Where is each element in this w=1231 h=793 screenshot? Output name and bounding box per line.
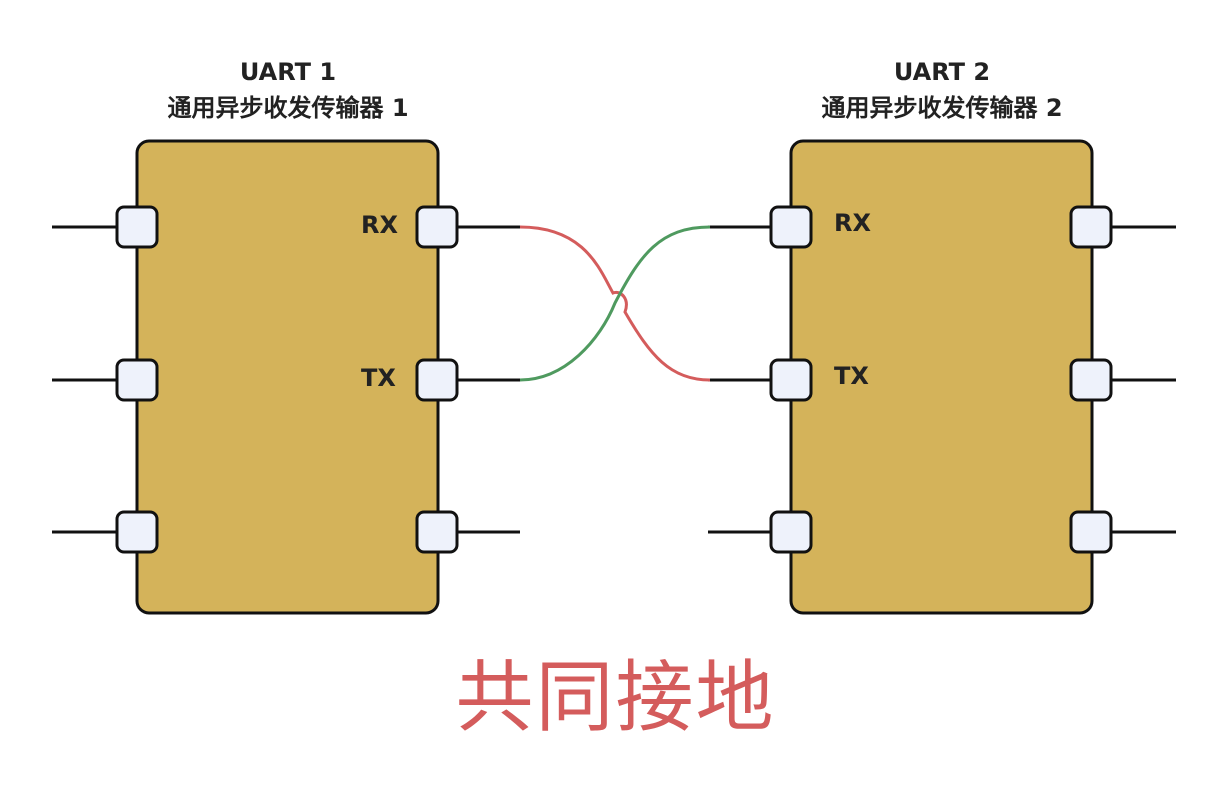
uart1-rx-label: RX xyxy=(361,211,398,239)
uart1-rx-pin xyxy=(415,205,459,249)
uart2-name: UART 2 xyxy=(893,58,991,86)
uart1-left-pin-1 xyxy=(115,205,159,249)
uart1-tx-pin xyxy=(415,358,459,402)
uart2-title: UART 2 通用异步收发传输器 2 xyxy=(742,54,1142,126)
uart1-right-pin-3 xyxy=(415,510,459,554)
uart2-tx-label: TX xyxy=(834,362,869,390)
uart2-right-pin-1 xyxy=(1069,205,1113,249)
uart2-left-pin-3 xyxy=(769,510,813,554)
lead-lines xyxy=(52,225,1176,534)
uart2-rx-pin xyxy=(769,205,813,249)
uart1-left-pin-2 xyxy=(115,358,159,402)
uart1-left-pin-3 xyxy=(115,510,159,554)
uart2-right-pin-2 xyxy=(1069,358,1113,402)
uart2-subtitle: 通用异步收发传输器 2 xyxy=(821,94,1063,122)
uart2-rx-label: RX xyxy=(834,209,871,237)
uart1-tx-label: TX xyxy=(361,364,396,392)
common-ground-label: 共同接地 xyxy=(455,653,776,743)
wire-uart1-tx-to-uart2-rx xyxy=(519,225,711,382)
uart1-name: UART 1 xyxy=(239,58,337,86)
uart2-tx-pin xyxy=(769,358,813,402)
uart1-title: UART 1 通用异步收发传输器 1 xyxy=(88,54,488,126)
uart2-right-pin-3 xyxy=(1069,510,1113,554)
uart1-subtitle: 通用异步收发传输器 1 xyxy=(167,94,409,122)
wire-uart1-rx-to-uart2-tx xyxy=(519,225,711,382)
